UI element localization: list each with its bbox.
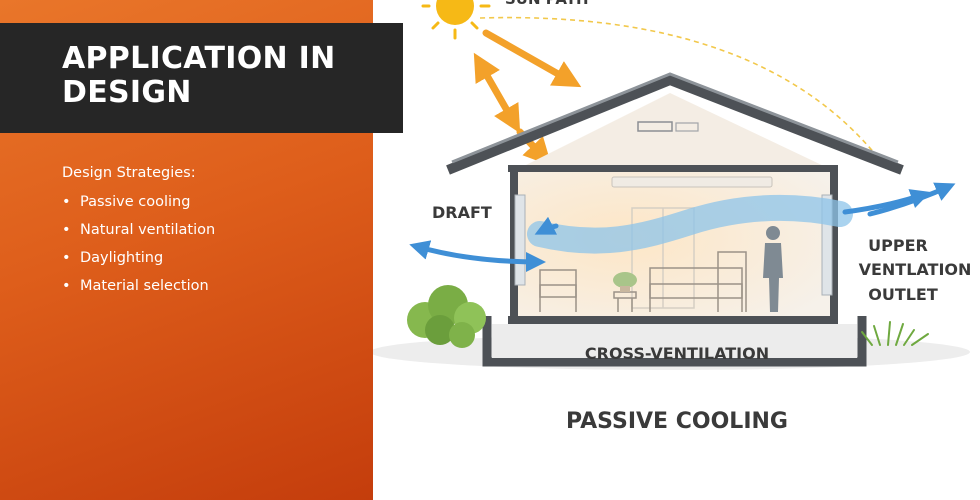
plant-icon	[613, 272, 637, 292]
list-item-label: Natural ventilation	[80, 222, 216, 238]
design-strategies-heading: Design Strategies:	[62, 165, 196, 181]
list-item-natural-ventilation: • Natural ventilation	[62, 221, 215, 249]
airflow-arrows	[409, 182, 956, 272]
sun-path-label: SUN PATH	[505, 0, 589, 8]
bullet-icon: •	[62, 250, 71, 266]
cross-ventilation-label: CROSS-VENTILATION	[585, 344, 769, 363]
list-item-label: Material selection	[80, 278, 209, 294]
sun-path-arc	[479, 16, 881, 161]
list-item-label: Daylighting	[80, 250, 164, 266]
illustration-caption: PASSIVE COOLING	[566, 409, 788, 434]
shrub-icon	[407, 285, 486, 348]
strategy-list: • Passive cooling • Natural ventilation • D…	[62, 193, 215, 305]
outlet-label-line-2: VENTLATION	[859, 260, 972, 279]
bullet-icon: •	[62, 222, 71, 238]
list-item-material-selection: • Material selection	[62, 277, 215, 305]
list-item-passive-cooling: • Passive cooling	[62, 193, 215, 221]
slide-title: APPLICATION IN DESIGN	[62, 41, 336, 110]
cross-ventilation-flow	[527, 194, 853, 254]
bullet-icon: •	[62, 278, 71, 294]
list-item-daylighting: • Daylighting	[62, 249, 215, 277]
bullet-icon: •	[62, 194, 71, 210]
draft-label: DRAFT	[432, 203, 492, 222]
sun-icon	[421, 0, 491, 40]
title-band	[0, 23, 403, 133]
person-silhouette-icon	[763, 226, 783, 312]
outlet-label-line-3: OUTLET	[868, 285, 938, 304]
list-item-label: Passive cooling	[80, 194, 191, 210]
furniture	[539, 251, 747, 312]
grass-icon	[861, 321, 929, 346]
passive-cooling-illustration: SUN PATH	[373, 0, 980, 500]
outlet-label-line-1: UPPER	[868, 236, 928, 255]
